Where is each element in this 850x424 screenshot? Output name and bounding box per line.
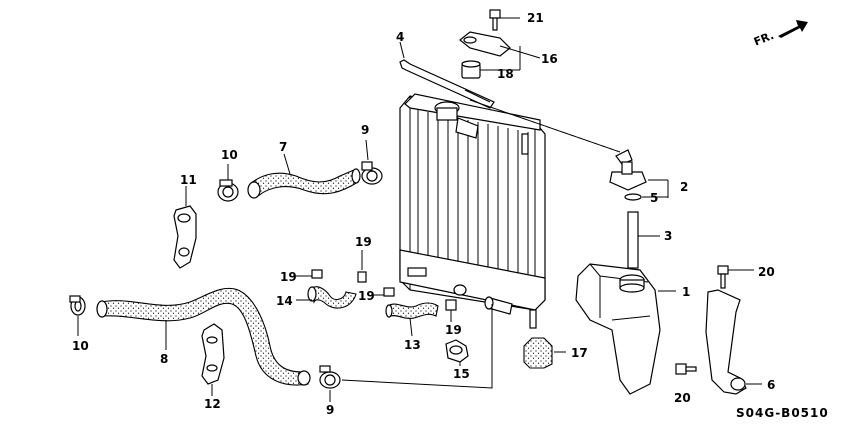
callout-6: 6	[767, 378, 775, 392]
hose-14	[296, 286, 357, 309]
callout-3: 3	[664, 229, 672, 243]
callout-8: 8	[160, 352, 168, 366]
front-direction-indicator: FR.	[752, 20, 808, 49]
bolt-20-lower	[675, 363, 697, 375]
overflow-tube	[627, 211, 660, 269]
callout-19-b: 19	[355, 235, 372, 249]
callout-18: 18	[497, 67, 514, 81]
callout-1: 1	[682, 285, 690, 299]
callout-11: 11	[180, 173, 197, 187]
cap-washer	[624, 193, 642, 201]
hose-clamp-10-upper	[217, 164, 239, 202]
callout-19-a: 19	[280, 270, 297, 284]
callout-20-upper: 20	[758, 265, 775, 279]
hose-clamp-9-lower	[319, 304, 493, 402]
callout-19-d: 19	[445, 323, 462, 337]
callout-2: 2	[680, 180, 688, 194]
bolt-21	[489, 9, 501, 31]
hose-13	[385, 302, 439, 337]
hose-clip-11	[173, 186, 197, 269]
reserve-tank-cap	[609, 149, 647, 191]
tube-clip-19-d	[445, 299, 457, 322]
reserve-tank-cap-assembly	[459, 9, 669, 201]
reserve-tank	[575, 263, 676, 395]
callout-10-lower: 10	[72, 339, 89, 353]
callout-14: 14	[276, 294, 293, 308]
callout-12: 12	[204, 397, 221, 411]
callout-19-c: 19	[358, 289, 375, 303]
callout-16: 16	[541, 52, 558, 66]
callout-20-lower: 20	[674, 391, 691, 405]
hose-clip-12	[201, 323, 225, 396]
callout-15: 15	[453, 367, 470, 381]
callout-4: 4	[396, 30, 404, 44]
callout-9-lower: 9	[326, 403, 334, 417]
callout-13: 13	[404, 338, 421, 352]
cushion-17	[523, 337, 566, 369]
hose-clamp-10-lower	[69, 295, 86, 336]
cap-bracket	[459, 31, 511, 57]
lower-hose	[96, 287, 311, 386]
direction-label: FR.	[752, 29, 776, 49]
callout-17: 17	[571, 346, 588, 360]
overflow-hose	[399, 41, 621, 153]
hose-clamp-9-upper	[361, 139, 383, 185]
drain-plug	[453, 284, 467, 296]
callout-9-upper: 9	[361, 123, 369, 137]
bolt-20-upper	[717, 265, 754, 289]
radiator	[399, 93, 546, 329]
callout-7: 7	[279, 140, 287, 154]
tube-clip-19-c	[374, 287, 395, 297]
callouts: 4 21 16 18 2 5 3 1 20 6 20 17 9 7 10 11 …	[72, 11, 775, 417]
upper-hose	[247, 153, 361, 199]
front-arrow-icon	[778, 20, 808, 38]
callout-5: 5	[650, 191, 658, 205]
tube-clip-19-a	[296, 269, 323, 279]
part-code: S04G-B0510	[736, 406, 829, 420]
callout-10-upper: 10	[221, 148, 238, 162]
hose-clip-15	[445, 339, 469, 366]
stay-bracket	[675, 265, 762, 395]
radiator-core-fins	[417, 110, 529, 302]
tube-clip-19-b	[357, 250, 367, 283]
nut-18	[461, 60, 481, 79]
callout-21: 21	[527, 11, 544, 25]
